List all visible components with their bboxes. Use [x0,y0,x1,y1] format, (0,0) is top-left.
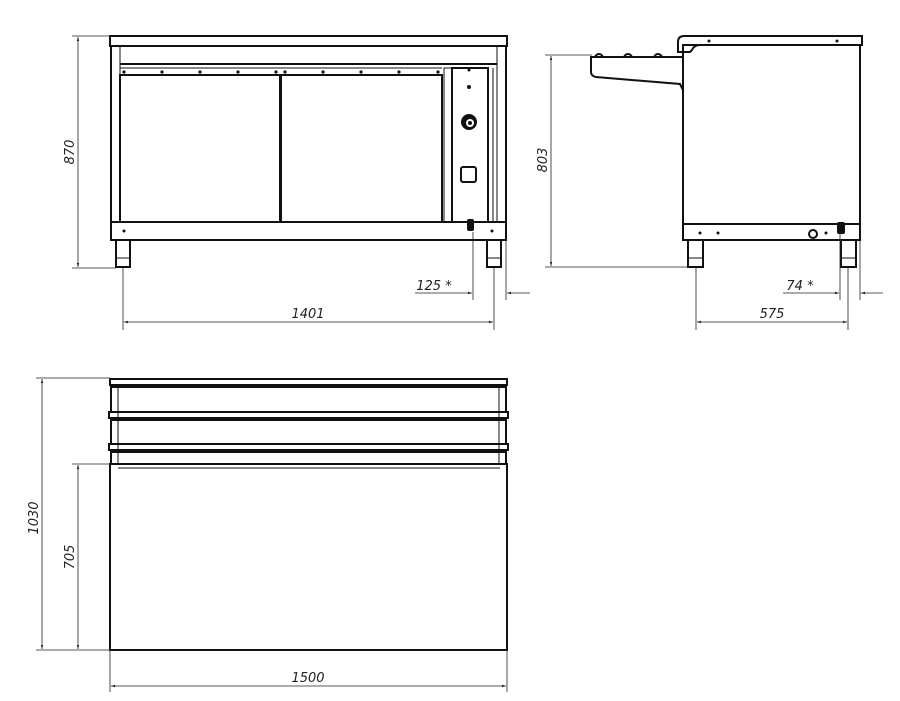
thermostat-knob-icon [461,114,477,130]
dim-height-870: 870 [63,140,78,165]
top-view [108,378,509,651]
dim-offset-125: 125 * [416,279,452,294]
leg [687,239,704,268]
control-panel [451,67,489,223]
countertop-side [677,35,863,53]
front-dimensions: 870 1401 125 * [63,35,530,330]
cable-gland-icon [837,222,845,234]
leg [486,239,502,268]
cabinet-side [682,44,861,241]
dim-depth-705: 705 [63,545,78,570]
dim-width-1401: 1401 [291,307,324,322]
sliding-door-left [119,74,281,223]
front-view [109,35,508,268]
side-dimensions: 803 575 74 * [536,54,883,330]
dim-depth-575: 575 [760,307,785,322]
cable-gland-icon [467,219,474,231]
leg [115,239,131,268]
power-switch-icon [460,166,477,183]
dim-width-1500: 1500 [291,671,324,686]
dim-depth-1030: 1030 [27,501,42,534]
cabinet-top [109,463,508,651]
side-view [590,35,863,268]
tray-rail-shelf [590,56,684,91]
dim-offset-74: 74 * [786,279,814,294]
sliding-door-right [280,74,443,223]
countertop [109,35,508,47]
top-dimensions: 1030 705 1500 [27,377,508,692]
dim-height-803: 803 [536,148,551,173]
leg [840,239,857,268]
